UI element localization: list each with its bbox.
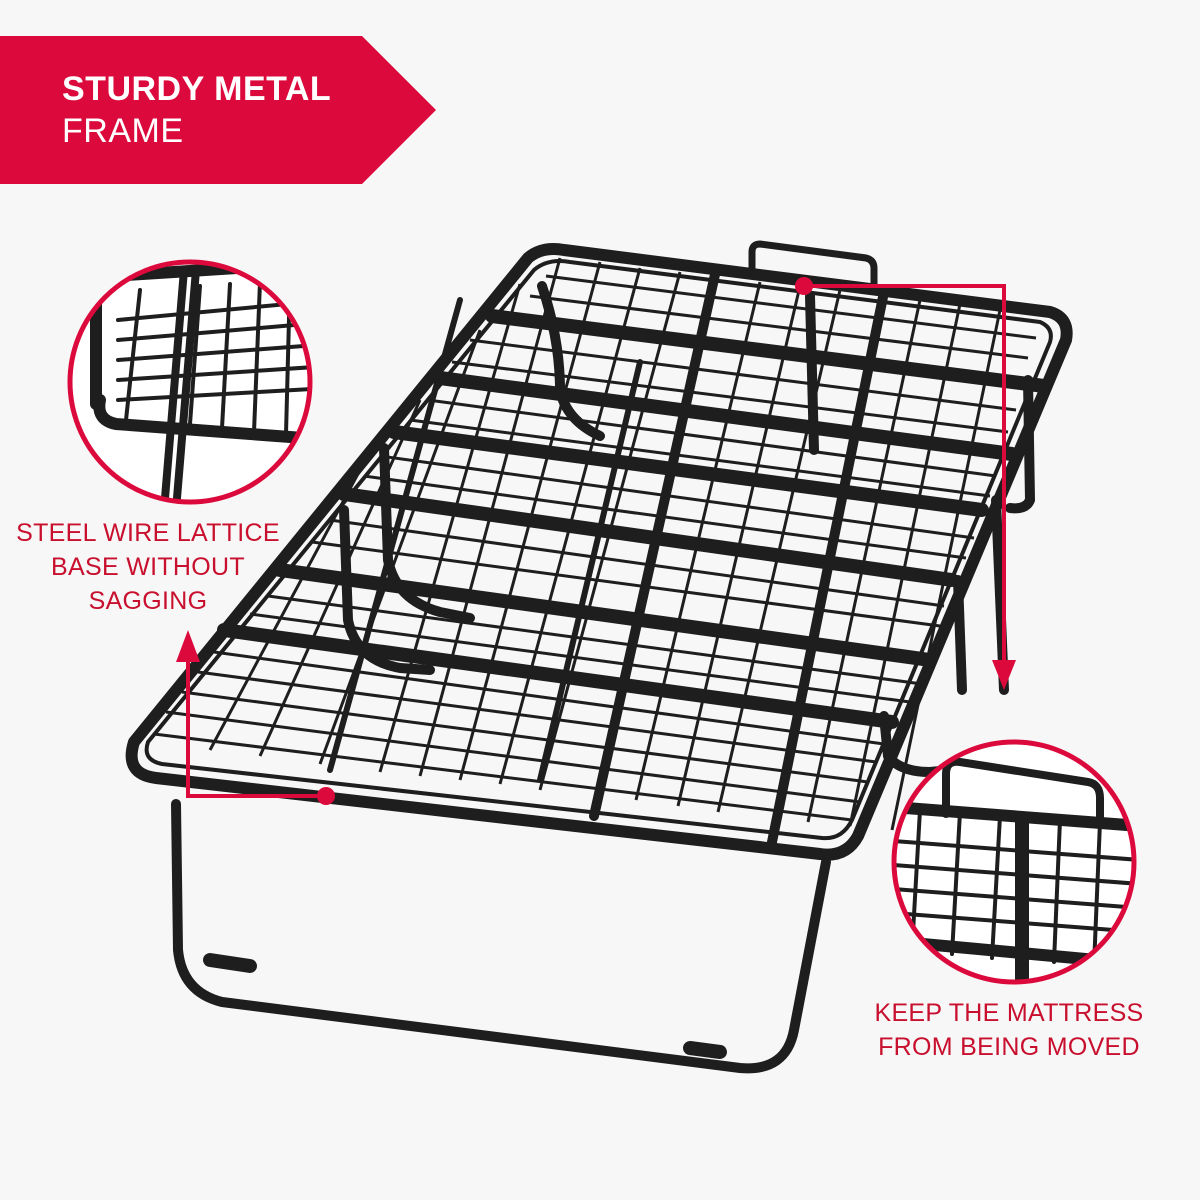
pointer-dot bbox=[317, 787, 335, 805]
mattress-retainer bbox=[748, 240, 878, 284]
arrow-up-icon bbox=[176, 630, 200, 662]
detail-circle-retainer bbox=[891, 739, 1137, 985]
retainer-callout: KEEP THE MATTRESS FROM BEING MOVED bbox=[866, 996, 1152, 1064]
lattice-callout-line: STEEL WIRE LATTICE bbox=[16, 519, 280, 547]
lattice-callout-line: SAGGING bbox=[88, 587, 208, 615]
banner-subtitle: FRAME bbox=[62, 112, 184, 150]
lattice-callout-line: BASE WITHOUT bbox=[51, 553, 245, 581]
title-banner: STURDY METAL FRAME bbox=[0, 36, 436, 184]
lattice-callout: STEEL WIRE LATTICE BASE WITHOUT SAGGING bbox=[10, 516, 286, 618]
retainer-callout-line: KEEP THE MATTRESS bbox=[874, 999, 1144, 1027]
wire-lattice bbox=[153, 257, 1037, 831]
pointer-dot bbox=[795, 277, 813, 295]
callout-pointers bbox=[186, 284, 1006, 798]
banner-arrow-shape bbox=[0, 36, 436, 184]
retainer-callout-line: FROM BEING MOVED bbox=[878, 1033, 1140, 1061]
banner-title: STURDY METAL bbox=[62, 70, 332, 108]
arrow-down-icon bbox=[992, 660, 1016, 690]
detail-circle-lattice bbox=[67, 259, 313, 505]
